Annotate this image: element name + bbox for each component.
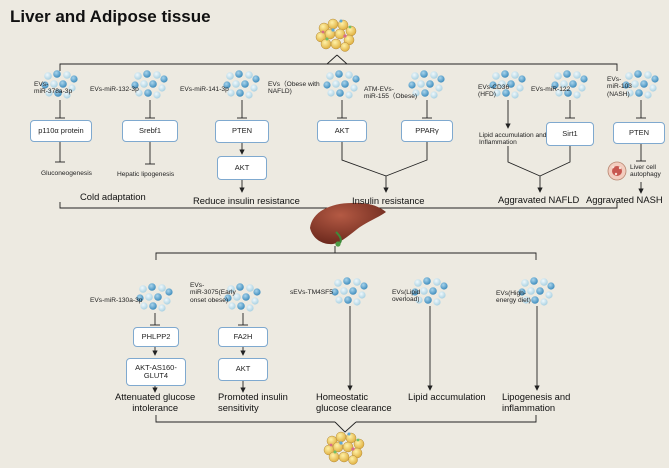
target-box-akt-as160-glut4: AKT-AS160- GLUT4	[126, 358, 186, 386]
adipose-cluster-top	[315, 18, 357, 52]
ev-label: EVs-CD36 (HFD)	[478, 84, 510, 99]
ev-cluster	[331, 277, 368, 306]
ev-cluster	[131, 70, 168, 99]
outcome-label: Homeostatic glucose clearance	[316, 391, 392, 413]
ev-label: EVs-miR-141-3p	[180, 86, 229, 93]
ev-label: EVs(Lipid overload)	[392, 289, 421, 304]
page-title: Liver and Adipose tissue	[10, 7, 211, 26]
target-box-p110a: p110α protein	[30, 120, 92, 142]
ev-label: EVs-miR-132-3p	[90, 86, 139, 93]
ev-label: ATM-EVs- miR-155（Obese)	[364, 86, 418, 101]
ev-label: EVs- miR-3075(Early onset obese)	[190, 282, 236, 304]
adipose-cluster-bottom	[323, 431, 365, 465]
target-box-pten: PTEN	[215, 120, 269, 143]
target-box-pten: PTEN	[613, 122, 665, 144]
process-note: Gluconeogenesis	[41, 170, 92, 177]
target-box-akt: AKT	[317, 120, 367, 142]
liver-icon	[310, 202, 386, 247]
ev-label: EVs（Obese with NAFLD)	[268, 81, 320, 96]
top-bracket	[59, 54, 618, 71]
outcome-label: Cold adaptation	[80, 191, 146, 202]
ev-label: EVs-miR-130a-3p	[90, 297, 143, 304]
outcome-label: Aggravated NAFLD	[498, 194, 580, 205]
outcome-label: Promoted insulin sensitivity	[218, 391, 288, 413]
process-note: Liver cell autophagy	[630, 164, 661, 179]
target-box-akt: AKT	[217, 156, 267, 180]
autophagy-cell-icon	[607, 161, 627, 181]
target-box-ppar: PPARγ	[401, 120, 453, 142]
outcome-label: Reduce insulin resistance	[193, 195, 300, 206]
bottom-connectors	[150, 306, 540, 433]
ev-label: EVs-miR-122	[531, 86, 571, 93]
target-box-akt: AKT	[218, 358, 268, 381]
ev-cluster	[551, 70, 588, 99]
ev-label: EVs- miR-378a-3p	[34, 81, 73, 96]
outcome-label: Attenuated glucose intolerance	[115, 391, 196, 413]
target-box-phlpp2: PHLPP2	[133, 327, 179, 347]
ev-cluster	[223, 70, 260, 99]
outcome-label: Lipid accumulation	[408, 391, 486, 402]
ev-label: EVs- miR-103 (NASH)	[607, 76, 632, 98]
ev-cluster	[323, 70, 360, 99]
outcome-label: Aggravated NASH	[586, 194, 663, 205]
target-box-sirt1: Sirt1	[546, 122, 594, 146]
process-note: Lipid accumulation and Inflammation	[479, 132, 547, 147]
target-box-srebf1: Srebf1	[122, 120, 178, 142]
outcome-label: Insulin resistance	[352, 195, 425, 206]
ev-label: EVs(High- energy diet)	[496, 290, 531, 305]
outcome-label: Lipogenesis and inflammation	[502, 391, 571, 413]
process-note: Hepatic lipogenesis	[117, 171, 175, 178]
target-box-fa2h: FA2H	[218, 327, 268, 347]
ev-label: sEVs-TM4SF5	[290, 289, 333, 296]
